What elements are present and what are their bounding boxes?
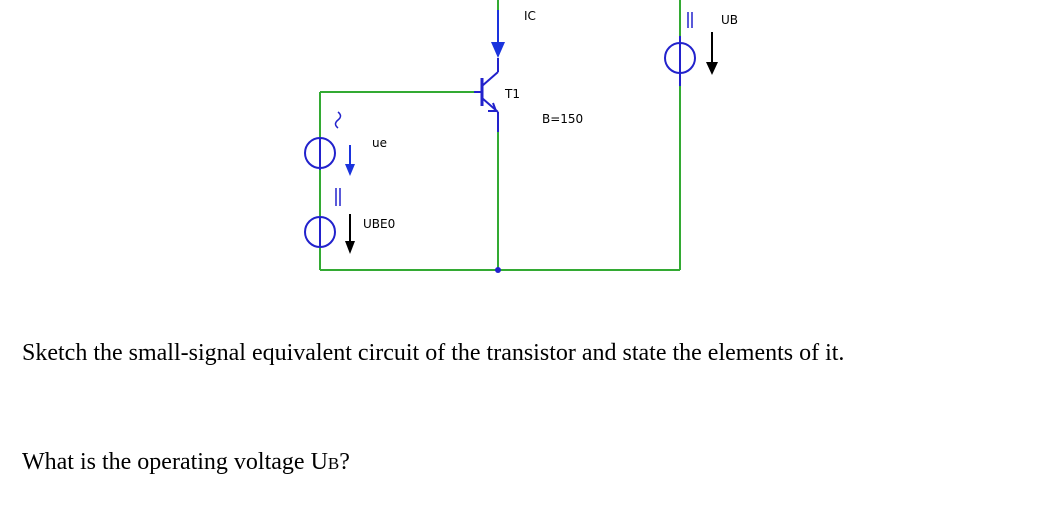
transistor-t1 (474, 58, 499, 132)
question-prefix: What is the operating voltage U (22, 449, 328, 475)
label-ic: IC (524, 9, 536, 23)
circuit-diagram: IC T1 B=150 UB ue UBE0 (304, 0, 738, 273)
ube0-arrow (345, 214, 355, 254)
question-operating-voltage: What is the operating voltage UB? (22, 446, 1032, 480)
ic-arrow (491, 10, 505, 58)
source-ub (664, 12, 696, 86)
source-ue (304, 111, 342, 170)
label-ue: ue (372, 136, 387, 150)
label-beta: B=150 (542, 112, 583, 126)
question-subscript: B (327, 454, 340, 473)
junction-dot (495, 267, 501, 273)
label-t1: T1 (504, 87, 520, 101)
question-suffix: ? (339, 449, 350, 475)
source-ube0 (304, 188, 341, 248)
question-sketch: Sketch the small-signal equivalent circu… (22, 340, 845, 366)
label-ube0: UBE0 (363, 217, 395, 231)
ue-arrow (345, 145, 355, 176)
label-ub: UB (721, 13, 738, 27)
ub-arrow (706, 32, 718, 75)
